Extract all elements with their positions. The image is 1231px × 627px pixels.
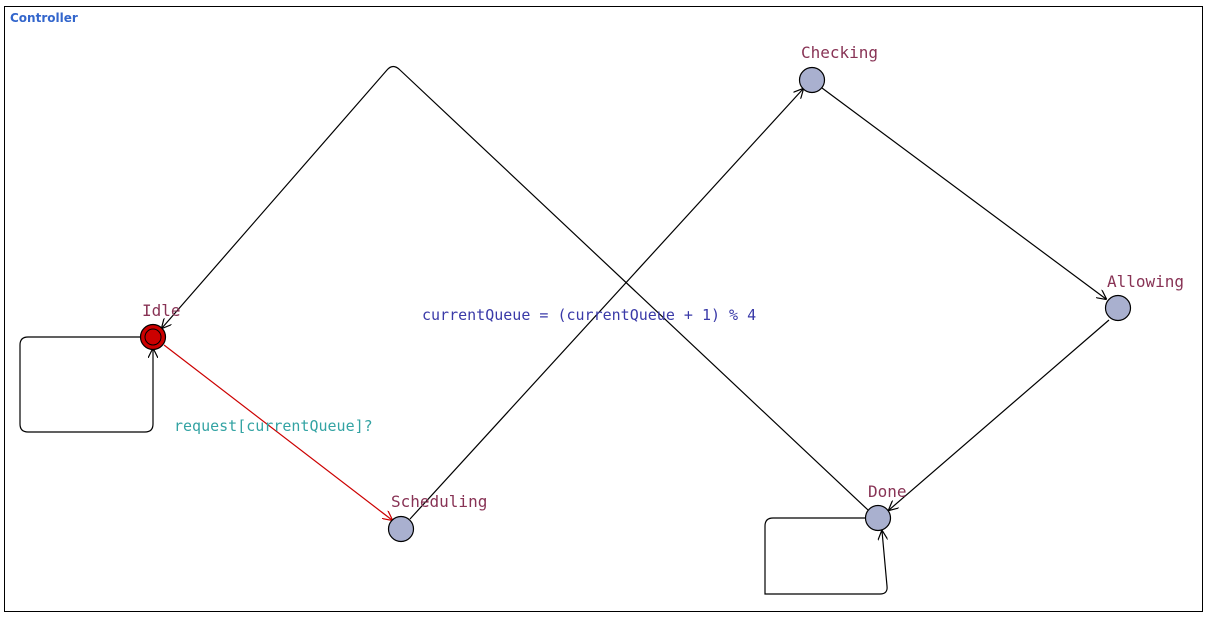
location-idle[interactable] <box>139 323 167 351</box>
location-allowing[interactable] <box>1104 294 1132 322</box>
edge-done-to-idle[interactable] <box>162 65 869 511</box>
location-label-scheduling: Scheduling <box>391 492 487 511</box>
location-label-checking: Checking <box>801 43 878 62</box>
location-done[interactable] <box>864 504 892 532</box>
edge-idle-to-scheduling[interactable] <box>163 344 392 520</box>
template-title: Controller <box>10 11 78 25</box>
edge-allowing-to-done[interactable] <box>889 319 1110 510</box>
location-checking[interactable] <box>798 66 826 94</box>
location-label-done: Done <box>868 482 907 501</box>
template-frame <box>4 6 1203 612</box>
edge-scheduling-to-checking[interactable] <box>409 89 803 520</box>
edge-checking-to-allowing[interactable] <box>821 87 1106 299</box>
edge-done-self[interactable] <box>764 517 887 595</box>
label-sync-request[interactable]: request[currentQueue]? <box>174 417 373 435</box>
edge-idle-self[interactable] <box>19 336 153 433</box>
location-label-allowing: Allowing <box>1107 272 1184 291</box>
label-assign-current-queue[interactable]: currentQueue = (currentQueue + 1) % 4 <box>422 306 756 324</box>
location-label-idle: Idle <box>142 301 181 320</box>
location-scheduling[interactable] <box>387 515 415 543</box>
